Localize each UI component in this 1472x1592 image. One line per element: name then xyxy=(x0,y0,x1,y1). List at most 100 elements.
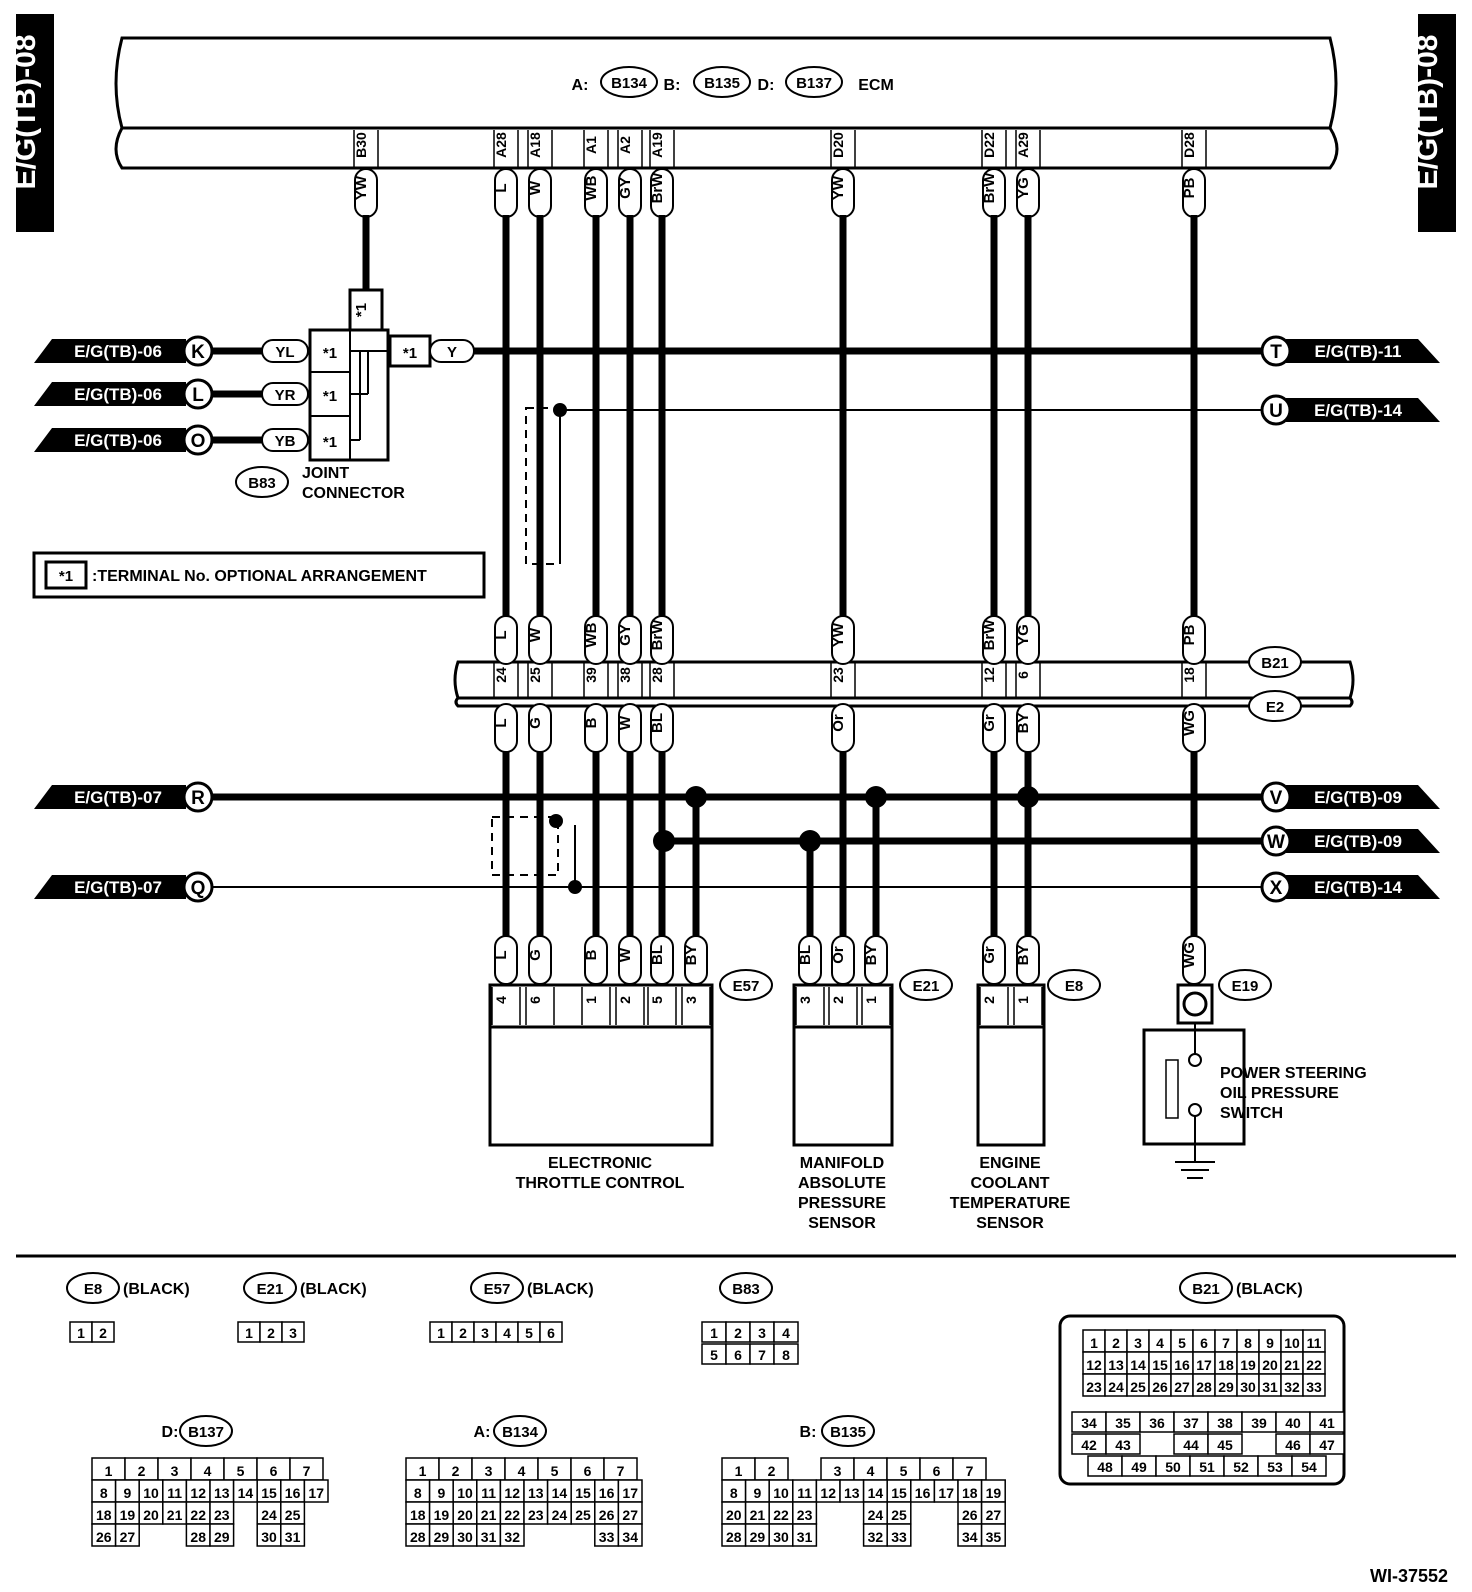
svg-text:52: 52 xyxy=(1233,1459,1249,1475)
right-page-ref[interactable]: E/G(TB)-09W xyxy=(1260,825,1440,857)
ecm-pin-label: A18 xyxy=(527,132,543,158)
e19-switch: POWER STEERING OIL PRESSURE SWITCH xyxy=(1142,983,1367,1179)
svg-text:BL: BL xyxy=(649,713,666,733)
svg-text:8: 8 xyxy=(414,1485,422,1501)
svg-text:BrW: BrW xyxy=(981,619,998,651)
svg-text:5: 5 xyxy=(649,996,665,1004)
svg-text:L: L xyxy=(493,950,510,959)
svg-text:16: 16 xyxy=(915,1485,931,1501)
svg-text:W: W xyxy=(1267,832,1285,853)
ecm-pin-label: D28 xyxy=(1181,132,1197,158)
svg-text:12: 12 xyxy=(504,1485,520,1501)
svg-text:L: L xyxy=(493,630,510,639)
svg-text:3: 3 xyxy=(171,1463,179,1479)
svg-text:5: 5 xyxy=(237,1463,245,1479)
ecm-pin-label: D20 xyxy=(830,132,846,158)
right-page-ref[interactable]: E/G(TB)-14U xyxy=(1260,394,1440,426)
svg-text:26: 26 xyxy=(96,1529,112,1545)
svg-text:22: 22 xyxy=(1306,1357,1322,1373)
svg-text:W: W xyxy=(527,180,544,195)
svg-text:E/G(TB)-14: E/G(TB)-14 xyxy=(1314,401,1402,420)
svg-text:17: 17 xyxy=(308,1485,324,1501)
svg-text:22: 22 xyxy=(190,1507,206,1523)
svg-text:24: 24 xyxy=(552,1507,568,1523)
svg-text:1: 1 xyxy=(77,1325,85,1341)
svg-text:8: 8 xyxy=(730,1485,738,1501)
e57-component-wire-tag: BY xyxy=(683,935,708,985)
svg-text:11: 11 xyxy=(167,1485,182,1501)
ecm-prefix-d: D: xyxy=(758,77,775,94)
svg-text:18: 18 xyxy=(410,1507,426,1523)
ecm-pin-label: D22 xyxy=(981,132,997,158)
ecm-code-d: B137 xyxy=(796,75,832,92)
svg-text:B134: B134 xyxy=(502,1424,539,1441)
svg-text:TEMPERATURE: TEMPERATURE xyxy=(950,1195,1071,1212)
vertical-wires xyxy=(362,215,1198,940)
ecm-wire-tag: W xyxy=(527,168,552,218)
svg-text:E8: E8 xyxy=(84,1281,102,1298)
svg-text:BL: BL xyxy=(797,945,814,965)
svg-text:6: 6 xyxy=(734,1347,742,1363)
svg-text:E/G(TB)-06: E/G(TB)-06 xyxy=(74,431,162,450)
svg-text:21: 21 xyxy=(1284,1357,1300,1373)
svg-text:25: 25 xyxy=(1130,1379,1146,1395)
ecm-pin-label: A29 xyxy=(1015,132,1031,158)
svg-text:BY: BY xyxy=(683,945,700,966)
svg-text:COOLANT: COOLANT xyxy=(970,1175,1049,1192)
right-page-ref[interactable]: E/G(TB)-09V xyxy=(1260,781,1440,813)
ecm-prefix-b: B: xyxy=(664,77,681,94)
right-page-ref[interactable]: E/G(TB)-14X xyxy=(1260,871,1440,903)
svg-text:PRESSURE: PRESSURE xyxy=(798,1195,886,1212)
svg-text:BY: BY xyxy=(863,945,880,966)
svg-text:7: 7 xyxy=(758,1347,766,1363)
svg-text:E8: E8 xyxy=(1065,978,1083,995)
svg-text:L: L xyxy=(493,183,510,192)
svg-text:OIL PRESSURE: OIL PRESSURE xyxy=(1220,1085,1339,1102)
b21-bottom-wire-tag: Or xyxy=(830,703,855,753)
figure-id: WI-37552 xyxy=(1370,1566,1448,1586)
svg-text:34: 34 xyxy=(1081,1415,1097,1431)
svg-text:1: 1 xyxy=(735,1463,743,1479)
b21-top-wire-tag: YW xyxy=(830,615,855,665)
svg-text:E/G(TB)-09: E/G(TB)-09 xyxy=(1314,788,1402,807)
svg-text:9: 9 xyxy=(754,1485,762,1501)
svg-text:25: 25 xyxy=(575,1507,591,1523)
svg-text:49: 49 xyxy=(1131,1459,1147,1475)
svg-text:G: G xyxy=(527,949,544,961)
svg-text:24: 24 xyxy=(261,1507,277,1523)
svg-text:4: 4 xyxy=(518,1463,526,1479)
svg-text:21: 21 xyxy=(481,1507,497,1523)
svg-text:8: 8 xyxy=(782,1347,790,1363)
junction-dots xyxy=(361,344,1039,894)
svg-text:12: 12 xyxy=(190,1485,206,1501)
svg-text:22: 22 xyxy=(504,1507,520,1523)
svg-text:Or: Or xyxy=(830,946,847,964)
svg-text:B: B xyxy=(583,949,600,960)
svg-text:17: 17 xyxy=(1196,1357,1212,1373)
joint-connector: *1 *1 *1 *1 *1 Y B83 JOINT CONNECTOR xyxy=(235,288,486,502)
svg-text:28: 28 xyxy=(726,1529,742,1545)
svg-text:*1: *1 xyxy=(403,345,417,362)
svg-text:YG: YG xyxy=(1015,624,1032,646)
svg-text:25: 25 xyxy=(891,1507,907,1523)
svg-text:4: 4 xyxy=(204,1463,212,1479)
b21-bottom-wire-tag: BL xyxy=(649,703,674,753)
svg-text:15: 15 xyxy=(575,1485,591,1501)
b21-top-wire-tag: GY xyxy=(617,615,642,665)
svg-text:SWITCH: SWITCH xyxy=(1220,1105,1283,1122)
svg-text:R: R xyxy=(191,788,205,809)
side-label-right: E/G(TB)-08 xyxy=(1411,14,1456,232)
svg-text:26: 26 xyxy=(1152,1379,1168,1395)
e21-component-wire-tag: BL xyxy=(797,935,822,985)
svg-text:37: 37 xyxy=(1183,1415,1199,1431)
right-page-ref[interactable]: E/G(TB)-11T xyxy=(1260,335,1440,367)
svg-text:10: 10 xyxy=(457,1485,473,1501)
svg-text:29: 29 xyxy=(1218,1379,1234,1395)
